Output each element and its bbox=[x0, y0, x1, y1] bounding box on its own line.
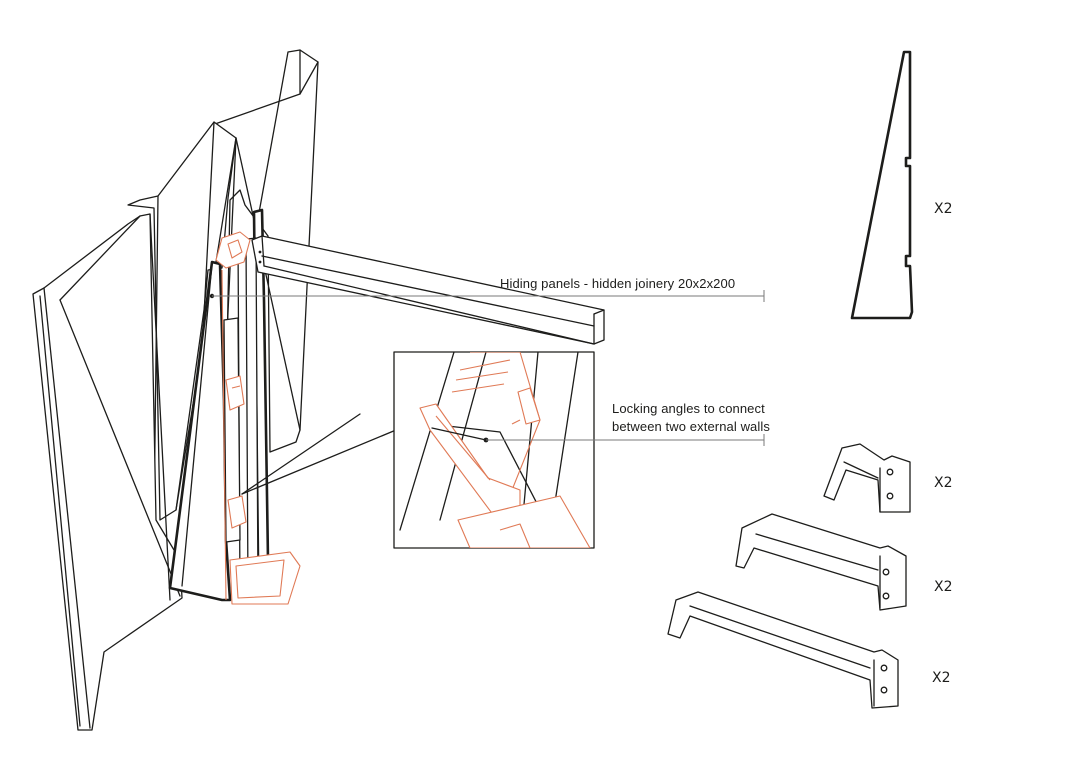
part-triangular-panel bbox=[850, 50, 914, 320]
part-small-bracket bbox=[823, 443, 911, 513]
part-medium-bracket-qty: X2 bbox=[934, 579, 953, 595]
horizontal-beam bbox=[251, 235, 605, 345]
joinery-details bbox=[215, 231, 301, 605]
hiding-panels-label: Hiding panels - hidden joinery 20x2x200 bbox=[500, 276, 735, 291]
part-medium-bracket bbox=[735, 513, 907, 611]
hiding-panel bbox=[168, 260, 232, 602]
locking-angles-label-line1: Locking angles to connect bbox=[612, 401, 765, 416]
detail-callout bbox=[241, 413, 397, 495]
locking-angles-leader bbox=[486, 434, 765, 446]
part-long-bracket-qty: X2 bbox=[932, 670, 951, 686]
external-walls bbox=[32, 49, 319, 731]
part-small-bracket-qty: X2 bbox=[934, 475, 953, 491]
detail-inset bbox=[393, 351, 595, 549]
hiding-panel-leader bbox=[212, 290, 765, 302]
locking-angles-label-line2: between two external walls bbox=[612, 419, 770, 434]
part-triangular-panel-qty: X2 bbox=[934, 201, 953, 217]
part-long-bracket bbox=[667, 591, 899, 709]
